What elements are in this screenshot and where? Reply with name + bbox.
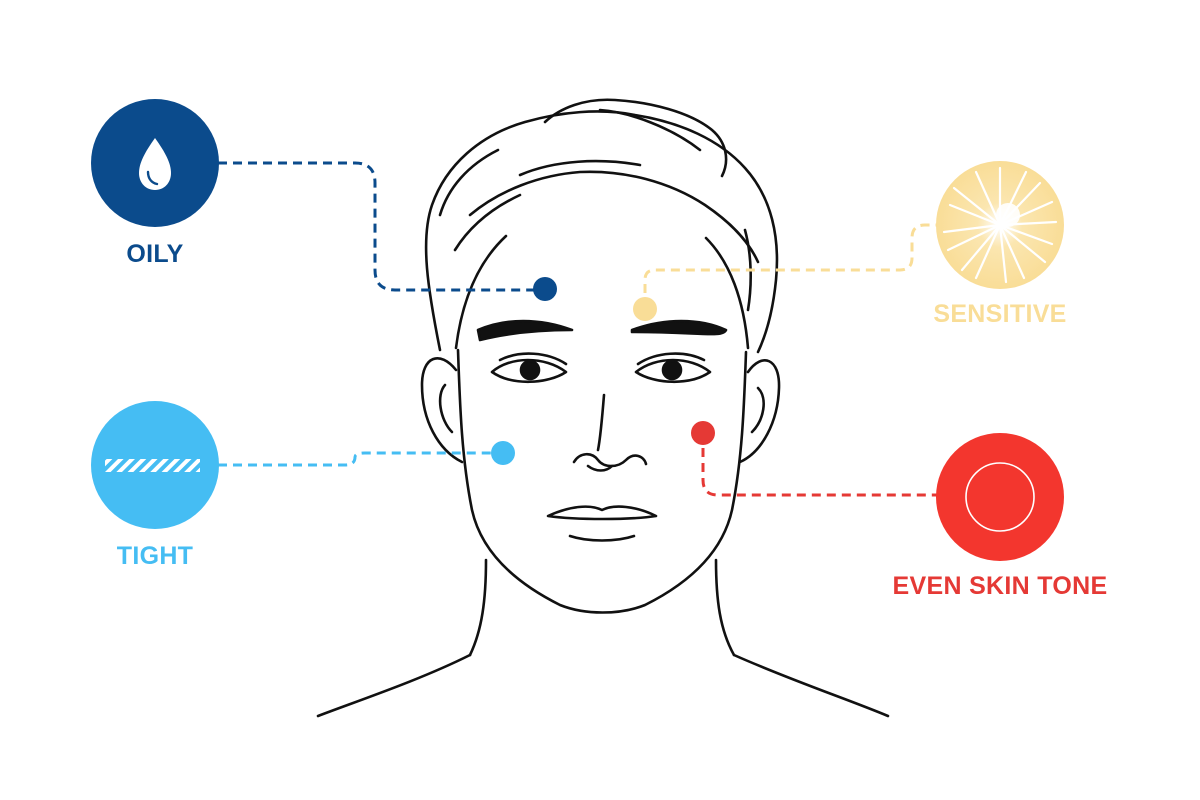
marker-dot-tight [491,441,515,465]
hairline-right [704,236,750,350]
connector-oily [218,161,545,292]
left-eye [490,358,568,384]
sensitive-badge [936,161,1064,289]
left-eyebrow [476,319,574,342]
right-eyebrow [630,319,728,336]
right-ear-inner [750,386,765,434]
hair-strand-3 [518,159,642,177]
left-pupil [519,359,541,381]
hair-front-tuft [543,98,728,178]
hair-strand-1 [598,108,702,152]
nose-bridge [596,393,606,452]
hairline-left [454,234,508,350]
hair-strand-4 [453,193,522,252]
face-contour [456,348,748,614]
marker-dot-oily [533,277,557,301]
face-illustration [316,98,890,718]
lips [546,505,658,521]
hair-strand-2 [468,170,760,264]
hair-strand-5 [438,148,500,217]
right-eye [634,358,712,384]
marker-dot-even-skin-tone [691,421,715,445]
label-sensitive: SENSITIVE [933,300,1067,328]
right-pupil [661,359,683,381]
nose-tip [572,452,648,468]
tight-badge [91,401,219,529]
label-even-skin-tone: EVEN SKIN TONE [892,572,1108,600]
neck-left [468,558,488,657]
marker-dot-sensitive [633,297,657,321]
shoulder-left [316,653,472,718]
shoulder-right [732,653,890,718]
right-ear [738,359,781,464]
water-drop-icon [139,138,171,190]
oily-badge [91,99,219,227]
left-ear-inner [438,383,454,434]
left-ear [420,357,464,464]
striped-bar-icon [105,459,200,472]
connector-even-skin-tone [701,433,938,497]
label-oily: OILY [126,240,184,268]
even-skin-tone-badge [936,433,1064,561]
connector-tight [218,451,503,467]
connector-sensitive [643,223,940,308]
ring-icon [965,462,1035,532]
label-tight: TIGHT [116,542,194,570]
neck-right [714,558,736,657]
